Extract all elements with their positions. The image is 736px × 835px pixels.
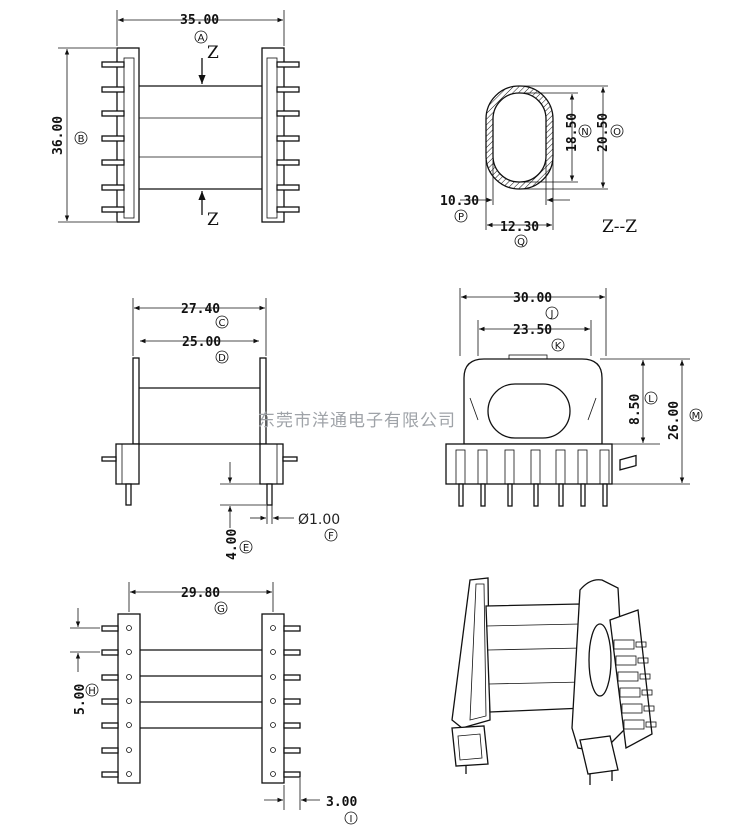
dim-l-value: 8.50 bbox=[628, 394, 643, 425]
dim-c-value: 27.40 bbox=[181, 302, 220, 317]
dim-g-value: 29.80 bbox=[181, 586, 220, 601]
dim-q-value: 12.30 bbox=[500, 220, 539, 235]
bottom-view-right-pins bbox=[270, 625, 301, 778]
dim-d-value: 25.00 bbox=[182, 335, 221, 350]
left-flange bbox=[116, 47, 140, 223]
isometric-pins bbox=[613, 454, 657, 730]
dim-i-letter: I bbox=[350, 814, 353, 825]
bottom-view: 29.80 G 5.00 H 3.00 I bbox=[70, 582, 357, 825]
dim-j-letter: J bbox=[550, 309, 554, 320]
isometric-view bbox=[451, 454, 657, 785]
dim-b-letter: B bbox=[78, 134, 85, 145]
dim-b-value: 36.00 bbox=[51, 116, 66, 155]
dim-p-value: 10.30 bbox=[440, 194, 479, 209]
dim-g-letter: G bbox=[217, 604, 225, 615]
dim-h-letter: H bbox=[88, 686, 96, 697]
dim-f-value: Ø1.00 bbox=[298, 512, 340, 528]
front-view-pins bbox=[455, 449, 610, 507]
bottom-view-left-pins bbox=[101, 625, 132, 778]
top-view: 35.00 A 36.00 B Z Z bbox=[51, 10, 300, 230]
top-view-left-pins bbox=[101, 61, 125, 213]
dim-f-letter: F bbox=[328, 531, 334, 542]
section-title: Z--Z bbox=[602, 217, 637, 237]
dim-e-letter: E bbox=[243, 543, 249, 554]
dim-m-value: 26.00 bbox=[667, 401, 682, 440]
dim-q-letter: Q bbox=[517, 237, 525, 248]
dim-o-letter: O bbox=[613, 127, 621, 138]
top-view-right-pins bbox=[276, 61, 300, 213]
dim-k-value: 23.50 bbox=[513, 323, 552, 338]
dim-l-letter: L bbox=[648, 394, 654, 405]
section-view: 18.50 N 20.50 O 10.30 P 12.30 Q Z--Z bbox=[440, 85, 637, 248]
dim-h-value: 5.00 bbox=[73, 684, 88, 715]
dim-k-letter: K bbox=[555, 341, 562, 352]
dim-a-letter: A bbox=[198, 33, 205, 44]
dim-p-letter: P bbox=[458, 212, 464, 223]
front-view: 30.00 J 23.50 K 8.50 L 26.00 M bbox=[445, 288, 703, 507]
side-view: 27.40 C 25.00 D 4.00 E Ø1.00 F bbox=[101, 298, 340, 560]
dim-i-value: 3.00 bbox=[326, 795, 357, 810]
dim-j-value: 30.00 bbox=[513, 291, 552, 306]
dim-o-value: 20.50 bbox=[596, 113, 611, 152]
section-marker-bottom: Z bbox=[207, 210, 219, 230]
section-marker-top: Z bbox=[207, 43, 219, 63]
company-watermark: 东莞市洋通电子有限公司 bbox=[258, 411, 456, 431]
dim-n-value: 18.50 bbox=[565, 113, 580, 152]
dim-e-value: 4.00 bbox=[225, 529, 240, 560]
dim-a-value: 35.00 bbox=[180, 13, 219, 28]
dim-c-letter: C bbox=[219, 318, 226, 329]
dim-d-letter: D bbox=[218, 353, 226, 364]
dim-n-letter: N bbox=[581, 127, 588, 138]
dim-m-letter: M bbox=[692, 411, 701, 422]
right-flange bbox=[261, 47, 285, 223]
